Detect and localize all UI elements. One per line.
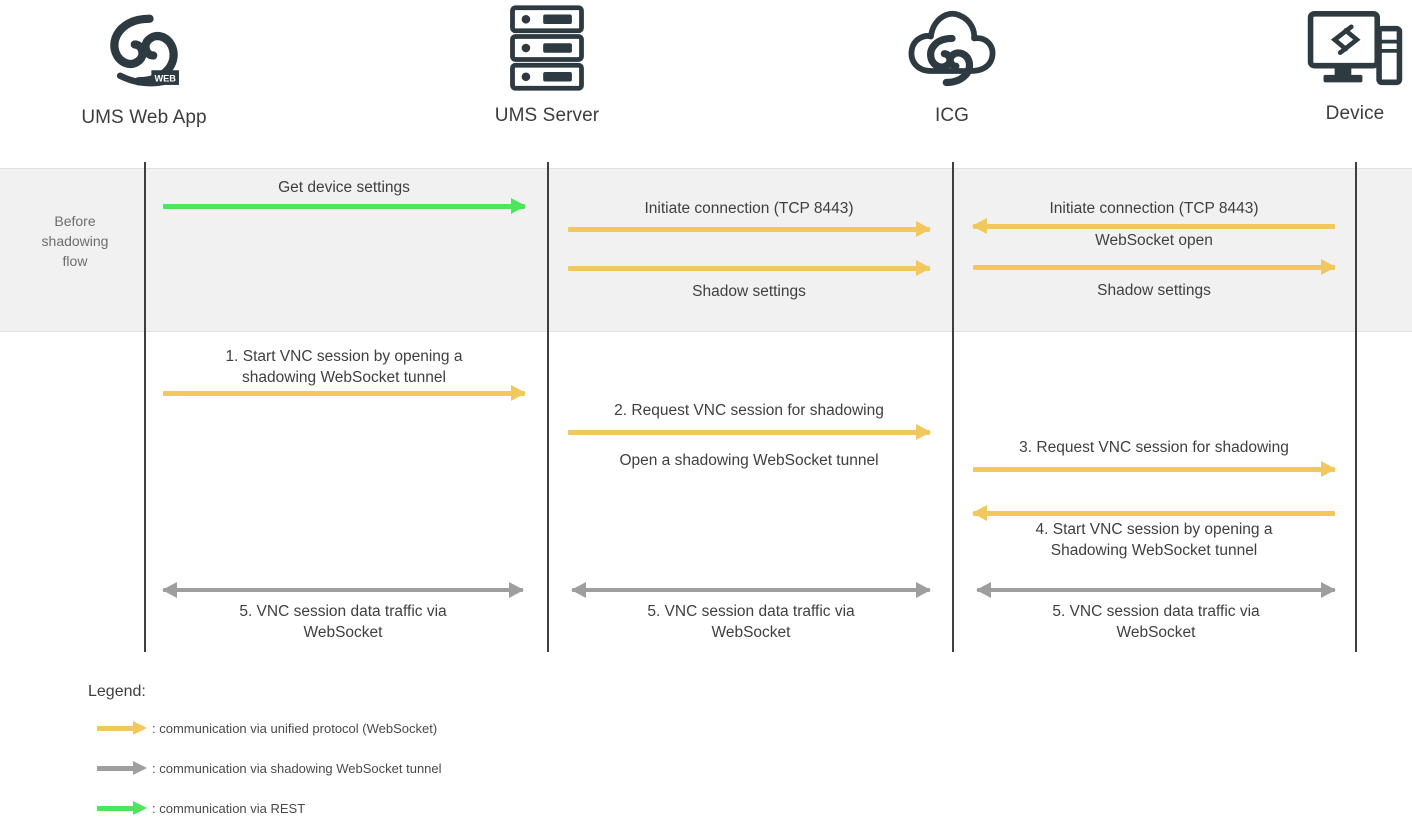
arrow-head-right-icon xyxy=(916,424,931,440)
legend-text-websocket: : communication via unified protocol (We… xyxy=(152,721,438,736)
arrow-shaft xyxy=(97,806,135,811)
phase-band-label-line: flow xyxy=(62,253,88,269)
arrow-head-right-icon xyxy=(133,761,147,775)
arrow-head-left-icon xyxy=(162,582,177,598)
message-label-step-4: 4. Start VNC session by opening a Shadow… xyxy=(973,519,1335,561)
arrow-head-right-icon xyxy=(916,582,931,598)
message-label-shadow-settings-device: Shadow settings xyxy=(1097,282,1211,299)
message-label-step-5-icg-device: 5. VNC session data traffic via WebSocke… xyxy=(977,601,1335,643)
arrow-head-right-icon xyxy=(509,582,524,598)
message-line: 5. VNC session data traffic via xyxy=(239,603,447,620)
message-label-step-1: 1. Start VNC session by opening a shadow… xyxy=(163,346,525,388)
arrow-head-right-icon xyxy=(511,385,526,401)
phase-band-label: Before shadowing flow xyxy=(10,211,140,271)
message-line: Shadowing WebSocket tunnel xyxy=(1050,542,1258,559)
message-label-step-5-server-icg: 5. VNC session data traffic via WebSocke… xyxy=(572,601,930,643)
server-rack-icon xyxy=(447,2,647,99)
phase-band-before-shadowing xyxy=(0,168,1412,332)
ums-web-logo-icon: WEB xyxy=(44,4,244,101)
actor-device: Device xyxy=(1255,6,1412,125)
actor-label: Device xyxy=(1325,103,1385,124)
arrow-head-left-icon xyxy=(976,582,991,598)
arrow-shaft xyxy=(977,588,1335,592)
arrow-shaft xyxy=(568,266,930,271)
message-line: WebSocket xyxy=(1116,624,1196,641)
arrow-shaft xyxy=(973,511,1335,516)
phase-band-label-line: shadowing xyxy=(41,233,109,249)
legend-arrow-tunnel-icon xyxy=(97,761,147,775)
arrow-shaft xyxy=(568,430,930,435)
arrow-head-right-icon xyxy=(916,260,931,276)
arrow-shaft xyxy=(572,588,930,592)
message-line: WebSocket xyxy=(711,624,791,641)
message-line: 1. Start VNC session by opening a xyxy=(225,348,463,365)
arrow-head-left-icon xyxy=(571,582,586,598)
arrow-shaft xyxy=(973,224,1335,229)
actor-label: ICG xyxy=(934,105,970,126)
arrow-shaft xyxy=(973,265,1335,270)
actor-label: UMS Server xyxy=(494,105,600,126)
message-arrow-step-4 xyxy=(972,505,1335,521)
message-line: shadowing WebSocket tunnel xyxy=(242,369,446,386)
arrow-head-right-icon xyxy=(916,221,931,237)
arrow-shaft xyxy=(163,391,525,396)
svg-text:WEB: WEB xyxy=(154,73,176,83)
arrow-head-right-icon xyxy=(133,721,147,735)
message-line: 5. VNC session data traffic via xyxy=(647,603,855,620)
arrow-shaft xyxy=(568,227,930,232)
message-arrow-step-3 xyxy=(973,461,1336,477)
message-arrow-step-5-webapp-server xyxy=(162,582,524,598)
arrow-head-right-icon xyxy=(133,801,147,815)
arrow-head-left-icon xyxy=(972,218,987,234)
message-label-get-device-settings: Get device settings xyxy=(278,179,410,196)
message-label-open-shadowing-tunnel: Open a shadowing WebSocket tunnel xyxy=(619,452,879,469)
arrow-shaft xyxy=(973,467,1335,472)
message-arrow-shadow-settings-device xyxy=(973,259,1336,275)
arrow-shaft xyxy=(97,766,135,771)
message-line: WebSocket xyxy=(303,624,383,641)
arrow-head-right-icon xyxy=(1321,582,1336,598)
message-label-websocket-open: WebSocket open xyxy=(1095,232,1213,249)
message-arrow-get-device-settings xyxy=(163,198,526,214)
lifeline-ums-server xyxy=(547,162,549,652)
phase-band-label-line: Before xyxy=(54,213,96,229)
arrow-shaft xyxy=(163,204,525,209)
arrow-shaft xyxy=(97,726,135,731)
message-label-step-2: 2. Request VNC session for shadowing xyxy=(614,402,884,419)
message-arrow-initiate-connection-server xyxy=(568,221,931,237)
arrow-head-right-icon xyxy=(511,198,526,214)
message-label-initiate-connection-server: Initiate connection (TCP 8443) xyxy=(644,200,854,217)
arrow-head-left-icon xyxy=(972,505,987,521)
arrow-head-right-icon xyxy=(1321,259,1336,275)
cloud-gateway-icon xyxy=(852,2,1052,99)
legend-text-rest: : communication via REST xyxy=(152,801,306,816)
actor-label: UMS Web App xyxy=(81,107,207,128)
legend-arrow-websocket-icon xyxy=(97,721,147,735)
lifeline-icg xyxy=(952,162,954,652)
message-label-initiate-connection-device: Initiate connection (TCP 8443) xyxy=(1049,200,1259,217)
arrow-shaft xyxy=(163,588,523,592)
actor-ums-web-app: WEB UMS Web App xyxy=(44,4,244,129)
message-label-shadow-settings-server: Shadow settings xyxy=(692,283,806,300)
actor-ums-server: UMS Server xyxy=(447,2,647,127)
message-line: 5. VNC session data traffic via xyxy=(1052,603,1260,620)
message-arrow-step-2 xyxy=(568,424,931,440)
message-arrow-shadow-settings-server xyxy=(568,260,931,276)
message-arrow-initiate-connection-device xyxy=(972,218,1335,234)
actor-icg: ICG xyxy=(852,2,1052,127)
message-arrow-step-5-icg-device xyxy=(976,582,1336,598)
lifeline-device xyxy=(1355,162,1357,652)
message-arrow-step-5-server-icg xyxy=(571,582,931,598)
desktop-device-icon xyxy=(1255,6,1412,97)
arrow-head-right-icon xyxy=(1321,461,1336,477)
message-arrow-step-1 xyxy=(163,385,526,401)
lifeline-ums-web-app xyxy=(144,162,146,652)
legend-text-tunnel: : communication via shadowing WebSocket … xyxy=(152,761,442,776)
legend-arrow-rest-icon xyxy=(97,801,147,815)
message-line: 4. Start VNC session by opening a xyxy=(1035,521,1273,538)
legend-title: Legend: xyxy=(88,683,146,700)
message-label-step-5-webapp-server: 5. VNC session data traffic via WebSocke… xyxy=(163,601,523,643)
message-label-step-3: 3. Request VNC session for shadowing xyxy=(1019,439,1289,456)
